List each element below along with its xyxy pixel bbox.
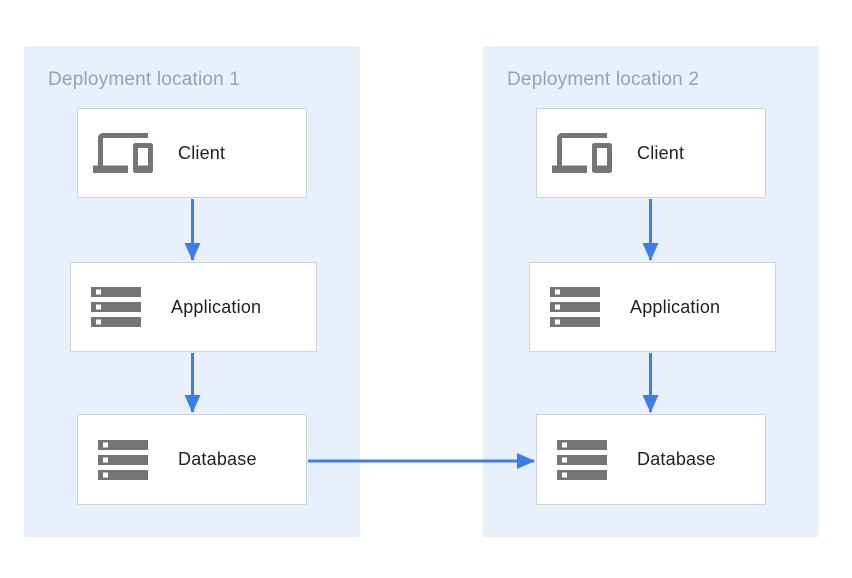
node-label: Client	[637, 142, 685, 163]
deployment-location-1-zone: Deployment location 1 Client Application	[24, 46, 360, 537]
deployment-location-2-title: Deployment location 2	[507, 69, 700, 90]
node-client-1: Client	[77, 108, 307, 198]
node-application-2: Application	[529, 262, 776, 352]
node-client-2: Client	[536, 108, 766, 198]
deployment-location-1-title: Deployment location 1	[48, 69, 241, 90]
node-application-1: Application	[70, 262, 317, 352]
node-label: Database	[637, 449, 716, 469]
node-label: Application	[630, 296, 721, 317]
devices-icon	[552, 123, 612, 183]
node-label: Database	[178, 449, 257, 469]
storage-icon	[86, 277, 146, 337]
node-label: Client	[178, 142, 226, 163]
node-database-2: Database	[536, 414, 766, 505]
storage-icon	[552, 430, 612, 490]
devices-icon	[93, 123, 153, 183]
node-label: Application	[171, 296, 262, 317]
storage-icon	[545, 277, 605, 337]
storage-icon	[93, 430, 153, 490]
deployment-location-2-zone: Deployment location 2 Client Application	[483, 46, 819, 537]
node-database-1: Database	[77, 414, 307, 505]
